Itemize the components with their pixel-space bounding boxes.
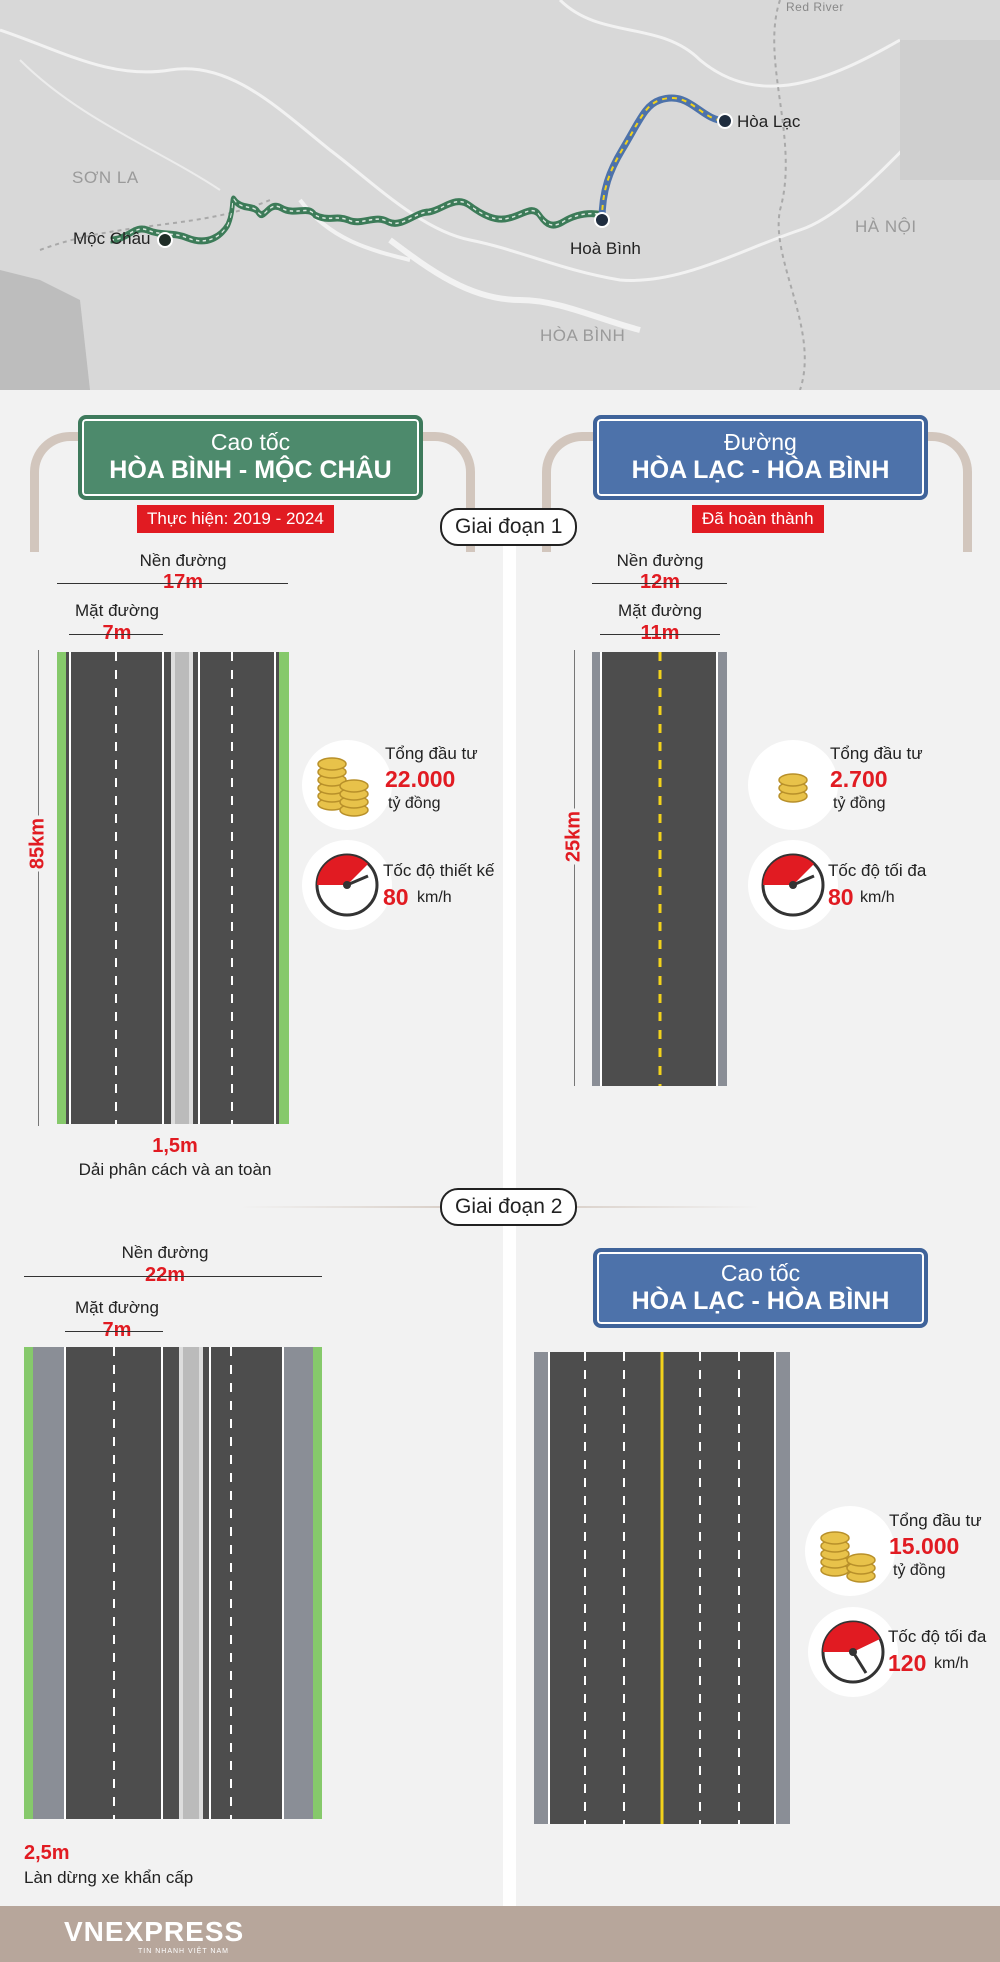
right-p2-investment-value: 15.000 <box>889 1533 960 1559</box>
map-label-son-la: SƠN LA <box>72 168 139 187</box>
right-p1-surface-width: 11m <box>640 622 680 644</box>
right-p1-surface-label: Mặt đường <box>618 601 702 620</box>
right-p2-investment-label: Tổng đầu tư <box>889 1511 982 1530</box>
right-p2-road <box>534 1352 790 1824</box>
left-p2-road-width-label: Nền đường <box>121 1243 209 1262</box>
right-p1-coin-badge <box>748 740 838 830</box>
right-p1-road-width-label: Nền đường <box>616 551 704 570</box>
map-label-red-river: Red River <box>786 0 844 14</box>
right-status-badge: Đã hoàn thành <box>692 505 824 533</box>
right-p1-surface-arrow <box>600 634 720 635</box>
left-p1-road-width-label: Nền đường <box>139 551 227 570</box>
left-p1-speed-unit: km/h <box>417 889 452 906</box>
right-p2-investment-unit: tỷ đồng <box>893 1562 946 1579</box>
left-p2-surface-width: 7m <box>102 1319 132 1341</box>
speedometer-icon <box>315 853 379 917</box>
footer: VNEXPRESS TIN NHANH VIỆT NAM <box>0 1906 1000 1962</box>
left-p1-length: 85km <box>26 815 50 872</box>
right-p2-sign-line1: Cao tốc <box>720 1260 801 1286</box>
phase-1-label: Giai đoạn 1 <box>440 508 578 546</box>
right-p2-speed-value: 120 <box>888 1650 927 1676</box>
right-p2-highway-sign: Cao tốc HÒA LẠC - HÒA BÌNH <box>593 1248 928 1328</box>
right-p1-length-line <box>574 650 575 1086</box>
right-highway-sign: Đường HÒA LẠC - HÒA BÌNH <box>593 415 928 500</box>
right-p1-investment-label: Tổng đầu tư <box>830 744 923 763</box>
right-p2-speed-badge <box>808 1607 898 1697</box>
speedometer-icon <box>761 853 825 917</box>
left-p1-length-line <box>38 650 39 1126</box>
left-p1-road-width-arrow <box>57 583 288 584</box>
right-p2-speed-label: Tốc độ tối đa <box>888 1627 987 1646</box>
right-sign-line1: Đường <box>724 429 797 455</box>
left-p1-speed-value: 80 <box>383 884 409 910</box>
left-sign-line1: Cao tốc <box>210 429 291 455</box>
right-p1-speed-label: Tốc độ tối đa <box>828 861 927 880</box>
right-sign-line2: HÒA LẠC - HÒA BÌNH <box>631 456 890 484</box>
right-p2-sign-line2: HÒA LẠC - HÒA BÌNH <box>631 1287 890 1315</box>
left-sign-line2: HÒA BÌNH - MỘC CHÂU <box>109 456 392 484</box>
right-p1-length: 25km <box>562 808 586 865</box>
right-p1-speed-unit: km/h <box>860 889 895 906</box>
left-p2-road <box>24 1347 322 1819</box>
left-p2-surface-label: Mặt đường <box>75 1298 159 1317</box>
left-p1-divider-width: 1,5m <box>152 1135 198 1157</box>
right-p2-coin-badge <box>805 1506 895 1596</box>
right-p1-road-width-arrow <box>592 583 727 584</box>
left-p2-lane-width: 2,5m <box>24 1842 70 1864</box>
moc-chau-marker <box>157 232 173 248</box>
left-p1-road-width: 17m <box>162 571 204 593</box>
left-p2-road-width-arrow <box>24 1276 322 1277</box>
coins-icon <box>778 773 808 803</box>
city-label-moc-chau: Mộc Châu <box>73 229 151 248</box>
map-label-ha-noi: HÀ NỘI <box>855 217 917 236</box>
left-p1-investment-unit: tỷ đồng <box>388 795 441 812</box>
right-p2-speed-unit: km/h <box>934 1655 969 1672</box>
speedometer-icon <box>821 1620 885 1684</box>
coins-icon <box>820 1531 876 1583</box>
hoa-binh-marker <box>594 212 610 228</box>
left-p1-divider-label: Dải phân cách và an toàn <box>78 1160 272 1179</box>
city-label-hoa-binh: Hoà Bình <box>570 239 641 258</box>
hoa-lac-marker <box>717 113 733 129</box>
right-p1-speed-value: 80 <box>828 884 854 910</box>
map-label-hoa-binh-province: HÒA BÌNH <box>540 326 626 345</box>
left-p1-surface-label: Mặt đường <box>75 601 159 620</box>
right-p1-road <box>592 652 727 1086</box>
left-p1-road <box>57 652 289 1124</box>
left-p1-coin-badge <box>302 740 392 830</box>
right-p1-road-width: 12m <box>639 571 681 593</box>
left-p2-lane-label: Làn dừng xe khẩn cấp <box>24 1868 194 1887</box>
left-p1-investment-value: 22.000 <box>385 766 456 792</box>
left-p1-speed-badge <box>302 840 392 930</box>
left-p1-investment-label: Tổng đầu tư <box>385 744 478 763</box>
phase-2-label: Giai đoạn 2 <box>440 1188 578 1226</box>
coins-icon <box>317 757 369 817</box>
left-p2-road-width: 22m <box>144 1264 186 1286</box>
map-graphic <box>0 0 1000 390</box>
left-p1-speed-label: Tốc độ thiết kế <box>383 861 495 880</box>
right-p1-investment-unit: tỷ đồng <box>833 795 886 812</box>
left-highway-sign: Cao tốc HÒA BÌNH - MỘC CHÂU <box>78 415 423 500</box>
route-map: SƠN LA HÀ NỘI HÒA BÌNH Red River Mộc Châ… <box>0 0 1000 390</box>
footer-brand: VNEXPRESS <box>64 1916 245 1947</box>
left-p1-surface-width: 7m <box>102 622 132 644</box>
left-status-badge: Thực hiện: 2019 - 2024 <box>137 505 334 533</box>
right-p1-investment-value: 2.700 <box>830 766 888 792</box>
footer-tagline: TIN NHANH VIỆT NAM <box>138 1948 229 1955</box>
city-label-hoa-lac: Hòa Lạc <box>737 112 801 131</box>
left-p2-surface-arrow <box>65 1331 163 1332</box>
left-p1-surface-arrow <box>69 634 163 635</box>
right-p1-speed-badge <box>748 840 838 930</box>
